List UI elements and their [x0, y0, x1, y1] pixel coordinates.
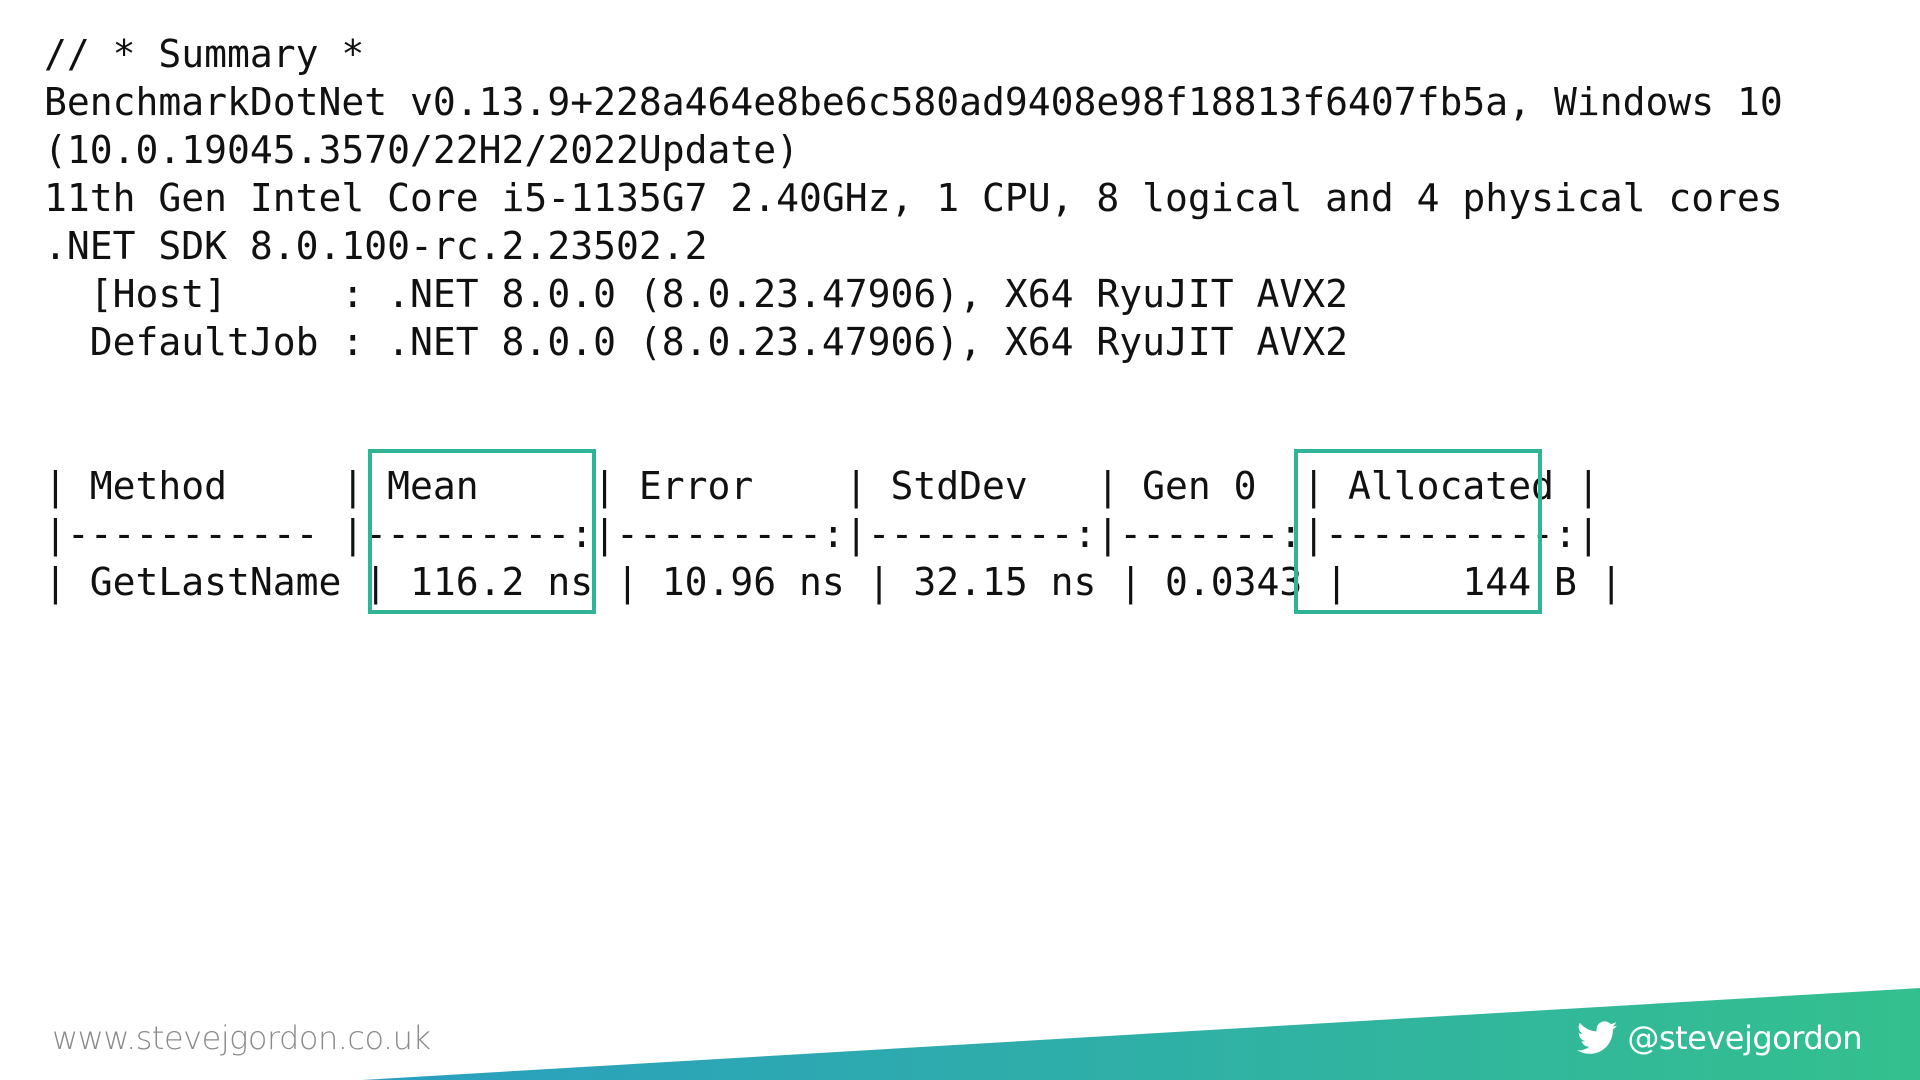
twitter-bird-icon: [1577, 1021, 1618, 1054]
summary-line: [Host] : .NET 8.0.0 (8.0.23.47906), X64 …: [44, 272, 1349, 316]
summary-line: BenchmarkDotNet v0.13.9+228a464e8be6c580…: [44, 80, 1783, 124]
table-row: | GetLastName | 116.2 ns | 10.96 ns | 32…: [44, 560, 1623, 604]
allocated-column-highlight: [1294, 449, 1542, 614]
website-url: www.stevejgordon.co.uk: [52, 1019, 431, 1057]
mean-column-highlight: [368, 449, 596, 614]
summary-line: .NET SDK 8.0.100-rc.2.23502.2: [44, 224, 708, 268]
summary-line: DefaultJob : .NET 8.0.0 (8.0.23.47906), …: [44, 320, 1349, 364]
twitter-handle-group: @stevejgordon: [1577, 1019, 1862, 1057]
table-separator-row: |----------- |---------:|---------:|----…: [44, 512, 1600, 556]
summary-line: // * Summary *: [44, 32, 365, 76]
benchmark-summary: // * Summary *BenchmarkDotNet v0.13.9+22…: [44, 30, 1783, 366]
summary-line: 11th Gen Intel Core i5-1135G7 2.40GHz, 1…: [44, 176, 1783, 220]
twitter-handle[interactable]: @stevejgordon: [1627, 1019, 1862, 1057]
benchmark-results-table: | Method | Mean | Error | StdDev | Gen 0…: [44, 462, 1623, 606]
table-header-row: | Method | Mean | Error | StdDev | Gen 0…: [44, 464, 1600, 508]
summary-line: (10.0.19045.3570/22H2/2022Update): [44, 128, 799, 172]
